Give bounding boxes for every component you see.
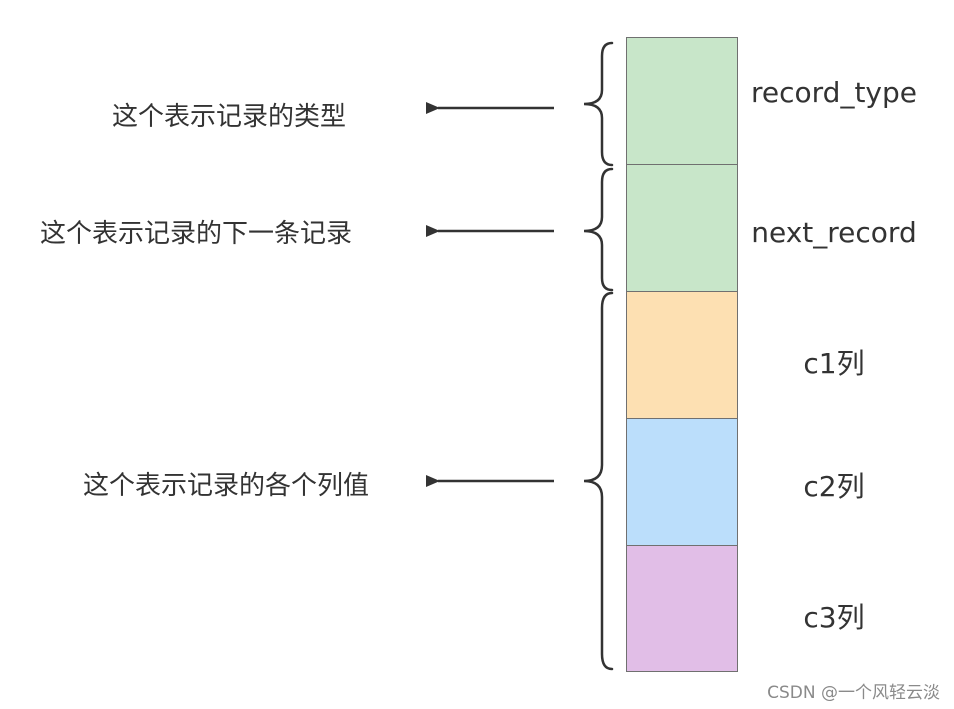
next-record-cell (626, 164, 738, 292)
next-record-label: next_record (751, 216, 917, 249)
c3-column-label: c3列 (803, 601, 865, 634)
next-record-description: 这个表示记录的下一条记录 (40, 219, 353, 249)
c3-column-cell (626, 545, 738, 672)
record-type-label: record_type (751, 76, 917, 109)
record-type-description: 这个表示记录的类型 (112, 102, 347, 132)
columns-description: 这个表示记录的各个列值 (83, 471, 370, 501)
next-record-brace (583, 167, 614, 292)
csdn-watermark: CSDN @一个风轻云淡 (767, 683, 940, 703)
record-type-cell (626, 37, 738, 165)
c2-column-cell (626, 418, 738, 546)
c2-column-label: c2列 (803, 470, 865, 503)
c1-column-label: c1列 (803, 347, 865, 380)
columns-brace (583, 291, 614, 671)
record-type-brace (583, 41, 614, 167)
